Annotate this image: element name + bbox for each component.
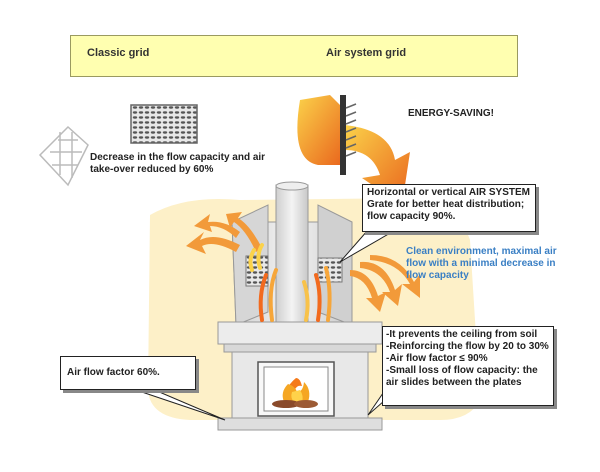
heat-arrow-icon bbox=[186, 212, 262, 254]
benefit-line: -Air flow factor ≤ 90% bbox=[386, 353, 488, 364]
benefit-line: -Reinforcing the flow by 20 to 30% bbox=[386, 341, 549, 352]
decrease-flow-note: Decrease in the flow capacity and air ta… bbox=[90, 152, 266, 175]
air-flow-factor-callout: Air flow factor 60%. bbox=[60, 356, 196, 390]
grid-comparison-header: Classic grid Air system grid bbox=[70, 35, 518, 77]
air-system-grate-callout: Horizontal or vertical AIR SYSTEM Grate … bbox=[362, 184, 536, 232]
clean-environment-note: Clean environment, maximal air flow with… bbox=[406, 246, 557, 281]
air-system-grid-label: Air system grid bbox=[326, 47, 407, 59]
heat-arrow-icon bbox=[350, 255, 420, 312]
benefits-callout: -It prevents the ceiling from soil -Rein… bbox=[382, 326, 554, 406]
benefit-line: -Small loss of flow capacity: the air sl… bbox=[386, 365, 538, 388]
heat-arrow-icon bbox=[248, 243, 332, 322]
grid-outline-icon bbox=[38, 125, 89, 187]
energy-saving-note: ENERGY-SAVING! bbox=[408, 108, 494, 119]
classic-grid-label: Classic grid bbox=[87, 47, 150, 59]
flame-icon bbox=[272, 378, 318, 408]
classic-grid-icon bbox=[130, 104, 198, 144]
benefit-line: -It prevents the ceiling from soil bbox=[386, 329, 538, 340]
